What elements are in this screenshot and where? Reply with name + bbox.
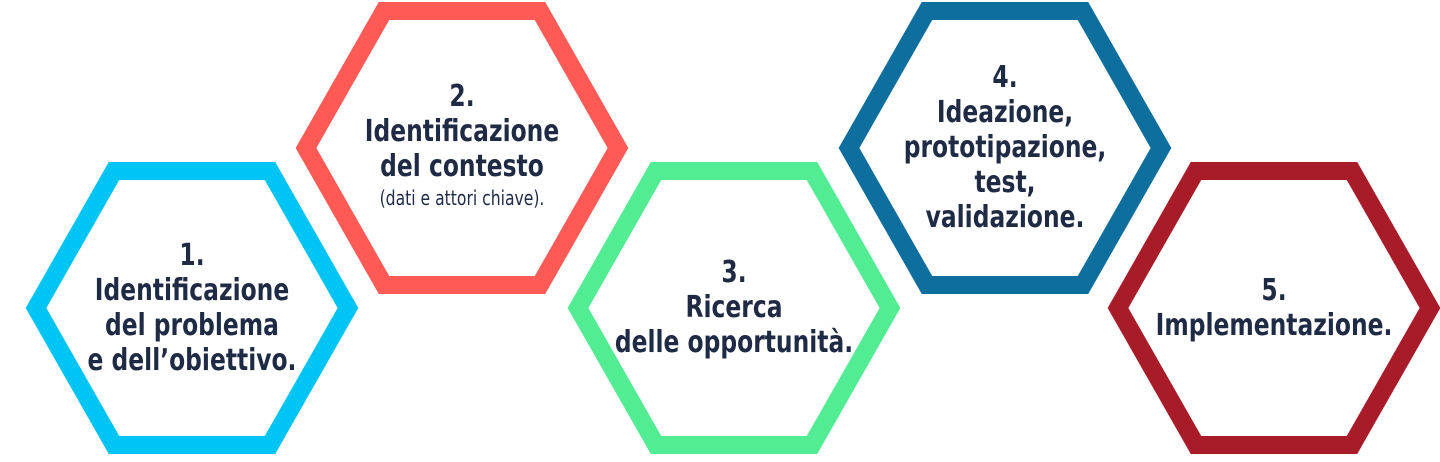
step-4-title-line-3: test, [974,165,1036,200]
step-1-title-line-3: e dell’obiettivo. [87,342,297,378]
step-2-subtitle: (dati e attori chiave). [379,185,545,210]
step-2-number: 2. [449,78,475,114]
step-2-title-line-1: Identificazione [364,113,560,149]
step-1-label: 1. Identificazione del problema e dell’o… [83,190,301,425]
step-3-number: 3. [721,255,747,290]
step-4-number: 4. [992,60,1018,95]
step-5-hexagon [1107,162,1440,454]
step-4-title-line-4: validazione. [925,200,1085,235]
step-2-label: 2. Identificazione del contesto (dati e … [353,20,571,270]
step-5-number: 5. [1261,272,1287,308]
step-1-hexagon [25,162,359,454]
step-4-hexagon [838,2,1172,294]
step-3-hexagon [567,162,901,454]
step-1-title-line-2: del problema [105,307,279,343]
step-3-title-line-1: Ricerca [685,290,783,325]
step-4-title-line-1: Ideazione, [936,95,1074,130]
step-3-title-line-2: delle opportunità. [614,325,854,360]
step-2-title-line-2: del contesto [380,148,544,184]
step-5-label: 5. Implementazione. [1156,190,1393,425]
step-4-title-line-2: prototipazione, [903,130,1107,165]
step-2-hexagon [295,2,629,294]
step-3-label: 3. Ricerca delle opportunità. [615,190,853,425]
step-5-title-line-1: Implementazione. [1155,307,1393,343]
step-1-title-line-1: Identificazione [94,272,290,308]
step-1-number: 1. [179,237,205,273]
step-4-label: 4. Ideazione, prototipazione, test, vali… [896,20,1114,275]
